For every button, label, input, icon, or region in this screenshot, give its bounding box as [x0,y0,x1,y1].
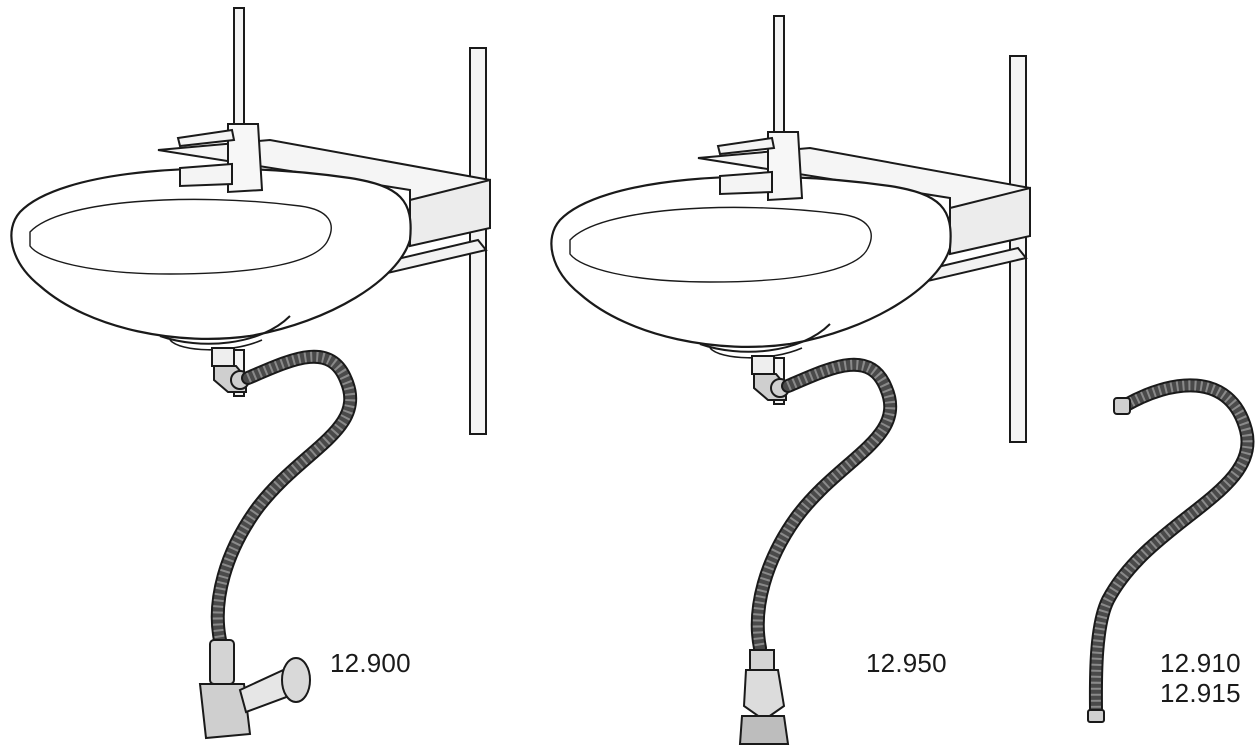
assembly-straight-trap [550,14,1032,648]
corrugated-hose [218,357,350,640]
product-code-label: 12.910 [1160,648,1241,678]
assembly-bottle-trap [10,6,492,740]
flexible-hose [1087,385,1248,723]
product-code-label: 12.900 [330,648,411,678]
corrugated-hose [758,365,890,648]
straight-trap [738,649,790,745]
hose-end-fitting [1087,709,1105,723]
hose-end-fitting [1113,397,1131,415]
product-code-label: 12.915 [1160,678,1241,708]
product-code-label-group: 12.910 12.915 [1160,648,1241,708]
product-code-label: 12.950 [866,648,947,678]
bottle-trap [198,639,311,740]
